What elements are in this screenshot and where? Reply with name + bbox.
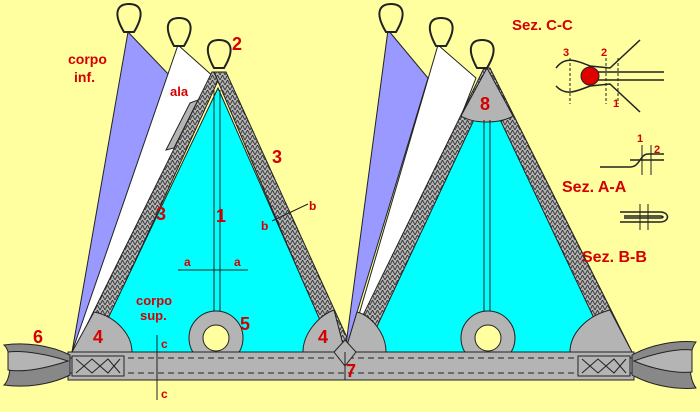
label-lower-body-2: inf. — [74, 69, 95, 85]
label-3-right: 3 — [272, 147, 282, 167]
top-piece-8 — [460, 66, 514, 123]
handle-loop-2 — [166, 16, 192, 47]
handle-loop-1 — [116, 2, 142, 33]
label-upper-body-1: corpo — [136, 293, 172, 308]
handle-loop-3 — [206, 38, 232, 69]
end-box-right — [577, 355, 631, 377]
lower-body-panel-right — [344, 28, 429, 353]
section-cc-label-1: 1 — [613, 98, 619, 110]
section-aa-label-1: 1 — [637, 133, 643, 145]
label-c-bottom: c — [161, 387, 168, 401]
section-bb-title: Sez. B-B — [582, 249, 647, 266]
label-a-left: a — [184, 255, 191, 269]
corner-piece-mid-left — [302, 309, 346, 353]
section-aa-title: Sez. A-A — [562, 179, 627, 196]
section-cc-drawing — [555, 39, 664, 113]
section-line-b — [271, 203, 309, 222]
label-upper-body-2: sup. — [140, 308, 167, 323]
corner-piece-right — [569, 309, 633, 353]
label-wing: ala — [170, 84, 189, 99]
label-4-mid: 4 — [318, 327, 328, 347]
label-7: 7 — [346, 361, 356, 381]
label-b-bottom: b — [261, 219, 268, 233]
end-box-left — [71, 355, 125, 377]
label-lower-body-1: corpo — [68, 51, 107, 67]
label-8: 8 — [480, 94, 490, 114]
corner-piece-left — [71, 311, 133, 353]
handle-loop-4 — [378, 2, 404, 33]
label-3-left: 3 — [156, 204, 166, 224]
label-a-right: a — [234, 255, 241, 269]
label-5: 5 — [240, 314, 250, 334]
label-c-top: c — [161, 337, 168, 351]
section-aa-drawing — [600, 145, 664, 175]
handle-loop-5 — [428, 16, 454, 47]
section-cc-title: Sez. C-C — [512, 17, 573, 34]
section-bb-drawing — [620, 204, 669, 230]
label-1: 1 — [216, 206, 226, 226]
label-4-left: 4 — [93, 327, 103, 347]
wing-strip — [165, 99, 200, 151]
label-6: 6 — [33, 327, 43, 347]
label-2: 2 — [232, 34, 242, 54]
handle-loop-6 — [469, 38, 495, 69]
section-aa-label-2: 2 — [654, 144, 660, 156]
section-cc-label-3: 3 — [563, 47, 569, 59]
label-b-top: b — [309, 199, 316, 213]
section-cc-label-2: 2 — [601, 47, 607, 59]
